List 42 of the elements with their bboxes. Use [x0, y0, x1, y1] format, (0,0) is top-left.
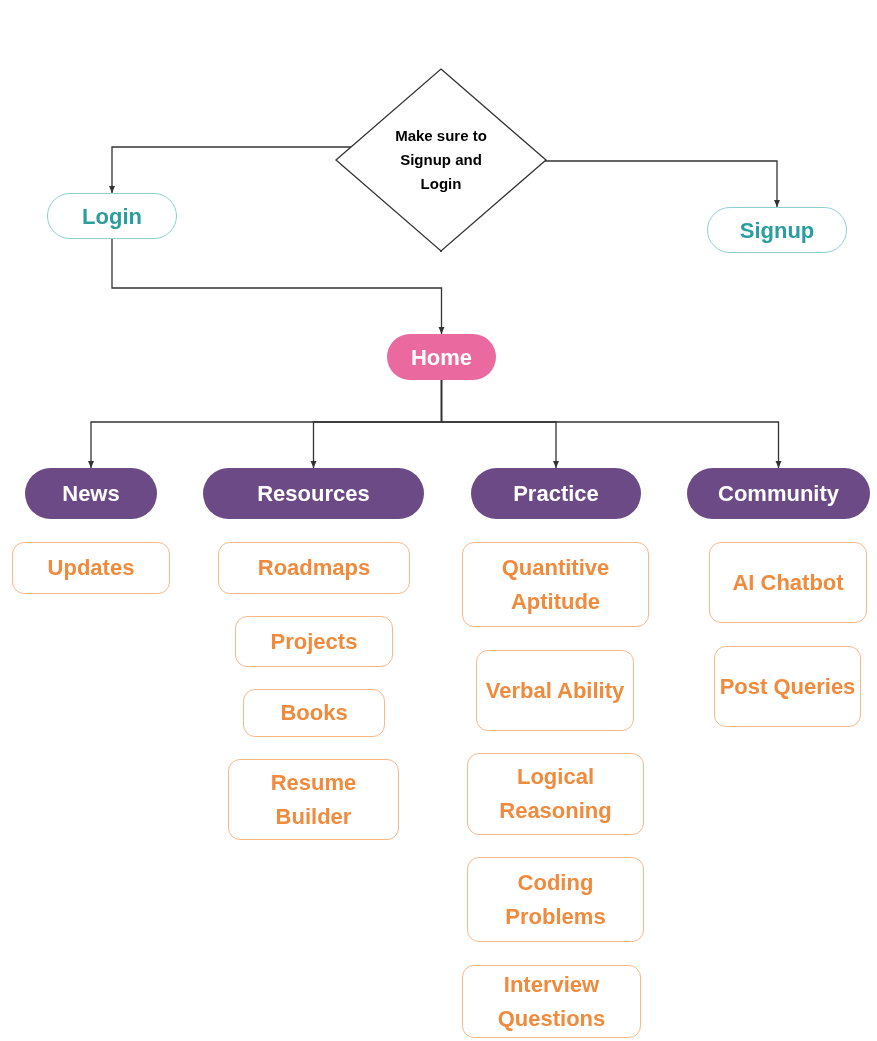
decision-diamond — [335, 68, 547, 252]
page-box — [243, 689, 385, 737]
node-label: Quantitive Aptitude — [500, 553, 611, 616]
node-label: Coding Problems — [504, 868, 607, 931]
page-box — [218, 542, 410, 594]
node-label: Resume Builder — [269, 768, 358, 831]
node-label: Signup — [738, 216, 816, 245]
node-label: Make sure to Signup and Login — [394, 126, 488, 194]
home-node — [387, 334, 496, 380]
page-box — [709, 542, 867, 623]
node-label: Logical Reasoning — [498, 763, 613, 825]
page-box — [235, 616, 393, 667]
section-node — [203, 468, 424, 519]
section-node — [25, 468, 157, 519]
page-box — [476, 650, 634, 731]
node-label: Projects — [270, 627, 358, 656]
node-label: Community — [717, 480, 840, 508]
node-label: Verbal Ability — [485, 676, 625, 705]
node-label: Post Queries — [719, 672, 856, 701]
node-label: News — [61, 480, 121, 508]
page-box — [467, 753, 644, 835]
connector-arrow — [440, 379, 782, 469]
connector-arrow — [111, 238, 445, 335]
node-label: Practice — [512, 480, 600, 508]
node-label: Updates — [47, 554, 135, 582]
page-box — [462, 965, 641, 1038]
page-box — [12, 542, 170, 594]
node-label: Interview Questions — [496, 970, 607, 1033]
node-label: Home — [409, 343, 474, 372]
node-label: Books — [280, 699, 348, 727]
auth-button — [47, 193, 177, 239]
page-box — [462, 542, 649, 627]
node-label: Resources — [256, 480, 371, 508]
page-box — [228, 759, 399, 840]
page-box — [714, 646, 861, 727]
page-box — [467, 857, 644, 942]
node-label: AI Chatbot — [732, 568, 844, 597]
section-node — [471, 468, 641, 519]
node-label: Login — [81, 202, 143, 231]
node-label: Roadmaps — [257, 554, 371, 582]
section-node — [687, 468, 870, 519]
auth-button — [707, 207, 847, 253]
